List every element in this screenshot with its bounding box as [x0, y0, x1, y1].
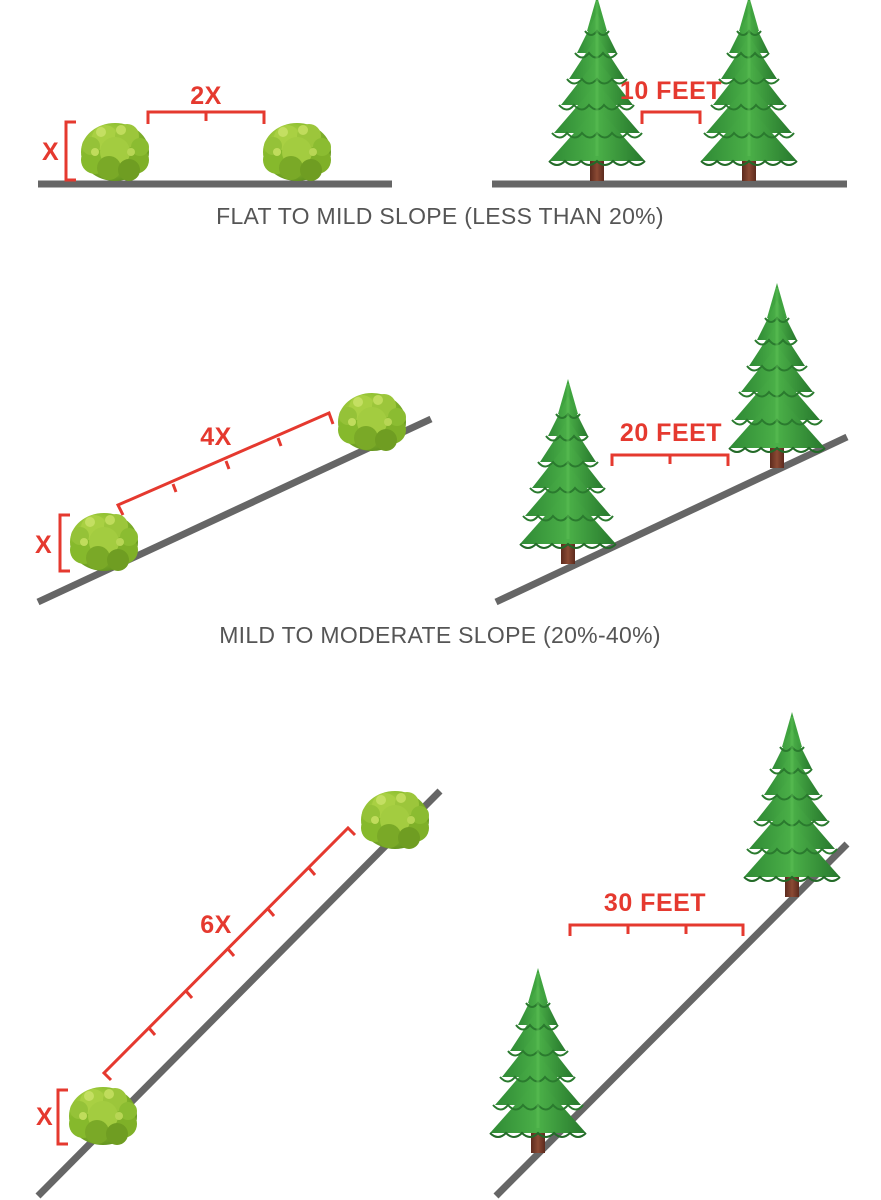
- shrub: [361, 791, 429, 849]
- flat-tree-spacing-bracket: [640, 110, 702, 124]
- steep-shrub-spacing-bracket: [101, 825, 357, 1082]
- moderate-shrub-spacing-bracket: [115, 410, 335, 516]
- flat-tree-panel: 10 FEET: [492, 0, 847, 188]
- tree: [742, 710, 842, 899]
- moderate-tree-spacing-label: 20 FEET: [620, 419, 722, 447]
- flat-shrub-spacing-bracket: [146, 110, 266, 124]
- moderate-slope-caption: MILD TO MODERATE SLOPE (20%-40%): [219, 622, 661, 648]
- shrub-height-bracket: [58, 513, 70, 573]
- shrub: [69, 1087, 137, 1145]
- tree: [727, 281, 827, 470]
- steep-tree-panel: 30 FEET: [488, 710, 850, 1199]
- shrub-height-label: X: [42, 138, 59, 166]
- steep-tree-spacing-label: 30 FEET: [604, 889, 706, 917]
- moderate-tree-panel: 20 FEET: [494, 281, 849, 606]
- steep-tree-ground: [493, 841, 850, 1199]
- shrub-height-label: X: [36, 1103, 53, 1131]
- moderate-tree-ground: [494, 433, 849, 606]
- shrub-height-bracket: [56, 1088, 68, 1146]
- shrub-height-label: X: [35, 531, 52, 559]
- shrub: [81, 123, 149, 181]
- shrub: [338, 393, 406, 451]
- flat-tree-spacing-label: 10 FEET: [620, 77, 722, 105]
- flat-shrub-spacing-label: 2X: [190, 82, 222, 110]
- flat-slope-caption: FLAT TO MILD SLOPE (LESS THAN 20%): [216, 203, 664, 229]
- flat-shrub-panel: X 2X: [38, 82, 392, 188]
- steep-shrub-panel: X 6X: [35, 788, 443, 1199]
- moderate-tree-spacing-bracket: [610, 453, 730, 466]
- tree: [488, 966, 588, 1155]
- shrub: [70, 513, 138, 571]
- moderate-shrub-panel: X 4X: [35, 393, 433, 606]
- shrub-height-bracket: [64, 120, 76, 182]
- shrub: [263, 123, 331, 181]
- steep-tree-spacing-bracket: [568, 923, 745, 936]
- steep-shrub-spacing-label: 6X: [200, 911, 232, 939]
- moderate-shrub-spacing-label: 4X: [200, 423, 232, 451]
- tree: [518, 377, 618, 566]
